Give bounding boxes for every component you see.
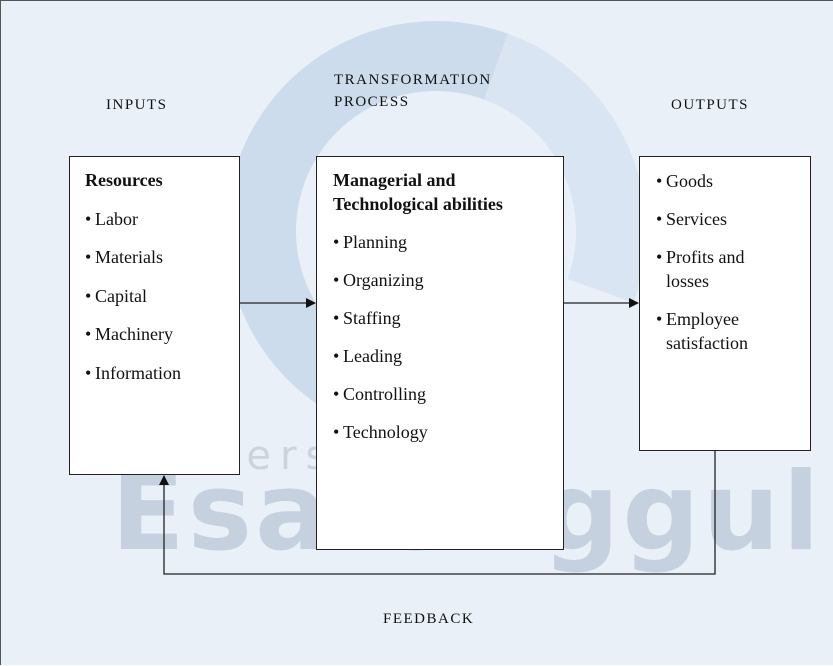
list-item-label: Profits and losses [666, 245, 745, 293]
bullet-icon: • [333, 384, 340, 404]
list-item-label: Labor [95, 208, 138, 229]
process-heading-line2: PROCESS [334, 94, 410, 110]
list-item-label: Organizing [343, 270, 424, 290]
list-item-line2: satisfaction [666, 333, 748, 353]
transformation-process-box: Managerial and Technological abilities •… [316, 156, 564, 550]
list-item-label: Materials [95, 247, 163, 267]
outputs-heading: OUTPUTS [671, 97, 750, 113]
process-title: Managerial and Technological abilities [333, 168, 563, 216]
list-item: •Employee satisfaction [656, 307, 810, 355]
bullet-icon: • [85, 324, 92, 344]
list-item-label: Information [95, 362, 181, 383]
list-item: •Technology [333, 420, 563, 444]
transformation-process-heading: TRANSFORMATION PROCESS [334, 69, 492, 113]
bullet-icon: • [656, 209, 663, 229]
list-item: •Profits and losses [656, 245, 810, 293]
list-item: •Planning [333, 230, 563, 254]
bullet-icon: • [333, 270, 340, 290]
list-item-label: Goods [666, 169, 713, 193]
list-item-line1: Goods [666, 171, 714, 191]
process-heading-line1: TRANSFORMATION [334, 72, 492, 88]
list-item-label: Capital [95, 285, 147, 306]
bullet-icon: • [85, 285, 92, 306]
list-item: •Goods [656, 169, 810, 193]
list-item-label: Employee satisfaction [666, 307, 748, 355]
bullet-icon: • [656, 171, 663, 191]
process-title-line1: Managerial and [333, 170, 456, 190]
list-item-line1: Employee [666, 309, 739, 329]
bullet-icon: • [333, 422, 340, 442]
list-item-label: Services [666, 207, 727, 231]
list-item-line1: Services [666, 209, 727, 229]
list-item-line2: losses [666, 271, 710, 291]
list-item: •Leading [333, 344, 563, 368]
list-item: •Materials [85, 245, 239, 269]
list-item: •Organizing [333, 268, 563, 292]
feedback-loop-arrow [159, 451, 716, 575]
list-item: •Information [85, 361, 239, 385]
list-item-label: Controlling [343, 384, 427, 404]
list-item-label: Leading [343, 346, 402, 366]
bullet-icon: • [656, 247, 663, 267]
bullet-icon: • [656, 309, 663, 329]
feedback-heading: FEEDBACK [383, 611, 475, 627]
bullet-icon: • [85, 208, 92, 229]
list-item-label: Staffing [343, 308, 401, 328]
bullet-icon: • [333, 346, 340, 366]
list-item-label: Machinery [95, 324, 173, 344]
bullet-icon: • [85, 247, 92, 267]
bullet-icon: • [85, 362, 92, 383]
list-item: •Controlling [333, 382, 563, 406]
list-item: •Services [656, 207, 810, 231]
inputs-box: Resources •Labor •Materials •Capital •Ma… [69, 156, 240, 475]
list-item-label: Planning [343, 232, 408, 252]
bullet-icon: • [333, 232, 340, 252]
process-title-line2: Technological abilities [333, 194, 503, 214]
list-item: •Staffing [333, 306, 563, 330]
list-item: •Labor [85, 207, 239, 231]
list-item: •Capital [85, 284, 239, 308]
list-item: •Machinery [85, 322, 239, 346]
list-item-label: Technology [343, 422, 428, 442]
list-item-line1: Profits and [666, 247, 745, 267]
resources-title: Resources [85, 170, 163, 190]
inputs-heading: INPUTS [106, 97, 168, 113]
bullet-icon: • [333, 308, 340, 328]
